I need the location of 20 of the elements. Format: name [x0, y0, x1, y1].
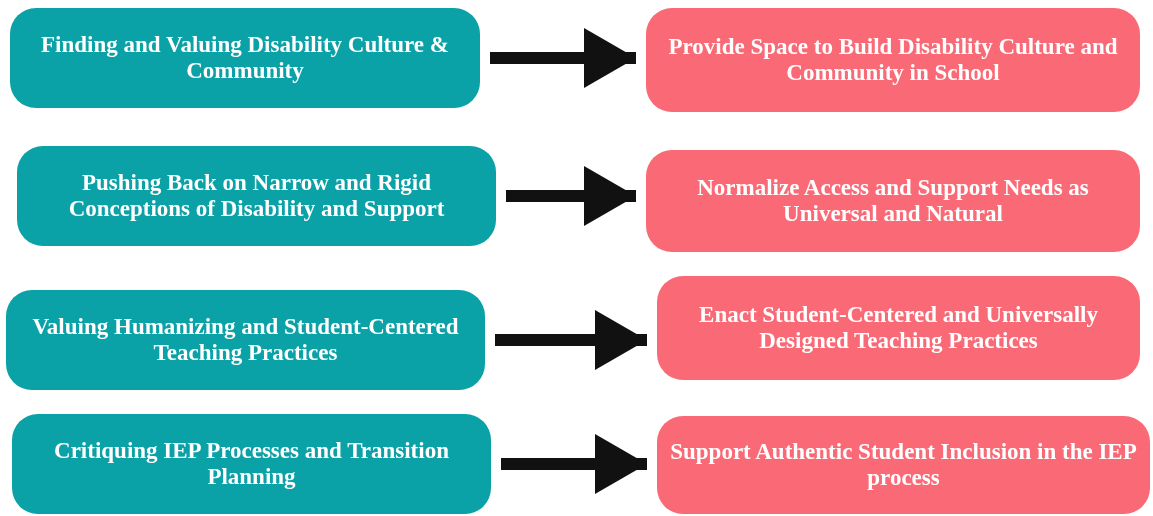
outcome-box: [657, 276, 1140, 380]
theme-box: [12, 414, 491, 514]
theme-box: [17, 146, 496, 246]
arrow: [495, 310, 647, 370]
box-text: Support Authentic Student Inclusion in the IEP process: [669, 438, 1138, 492]
box-text: Finding and Valuing Disability Culture & Community: [40, 31, 450, 85]
theme-box: [10, 8, 480, 108]
outcome-box: [646, 150, 1140, 252]
box-text: Provide Space to Build Disability Culture and Community in School: [667, 33, 1119, 87]
arrow: [506, 166, 636, 226]
outcome-box: [646, 8, 1140, 112]
arrow: [501, 434, 647, 494]
box-text: Enact Student-Centered and Universally Designed Teaching Practices: [698, 301, 1099, 355]
box-text: Valuing Humanizing and Student-Centered Teaching Practices: [31, 313, 460, 367]
theme-box: [6, 290, 485, 390]
arrow: [490, 28, 636, 88]
box-text: Normalize Access and Support Needs as Universal and Natural: [696, 174, 1090, 228]
box-text: Pushing Back on Narrow and Rigid Conceptions of Disability and Support: [67, 169, 446, 223]
outcome-box: [657, 416, 1150, 514]
box-text: Critiquing IEP Processes and Transition Planning: [53, 437, 450, 491]
